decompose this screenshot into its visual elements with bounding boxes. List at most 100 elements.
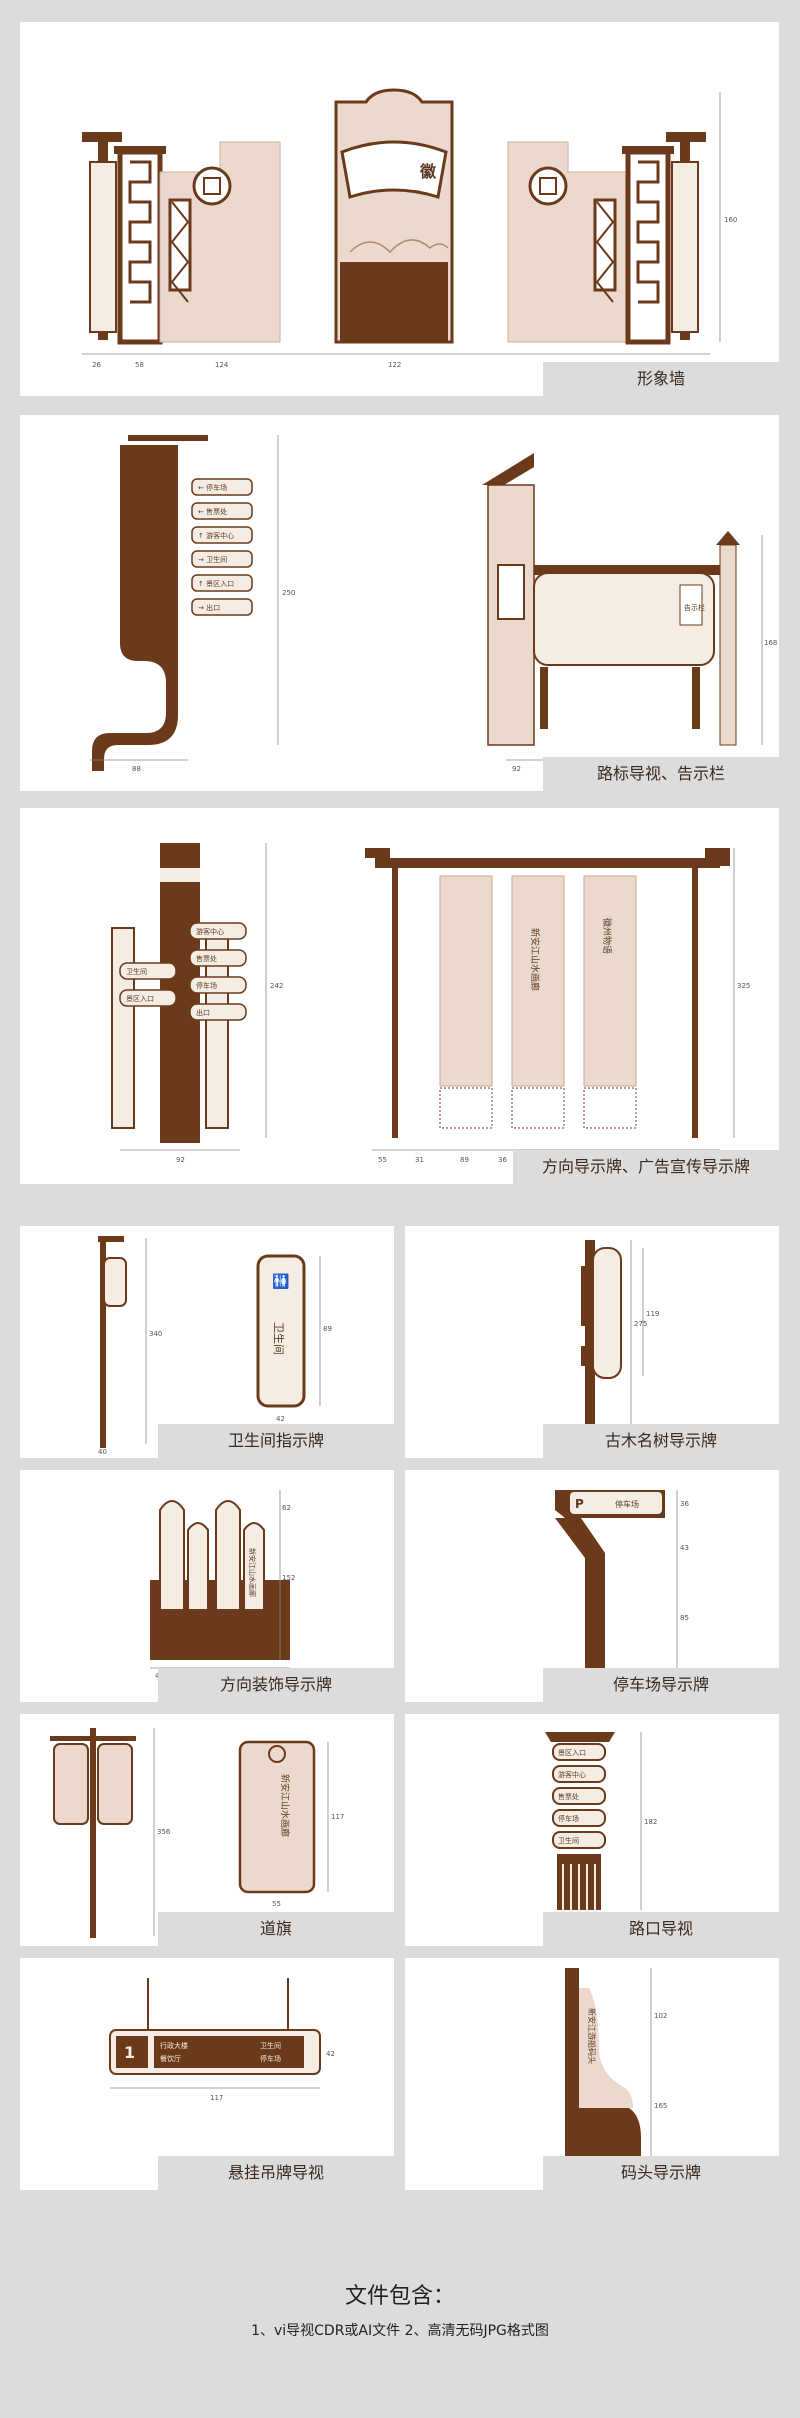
panel-caption: 卫生间指示牌 [158,1424,394,1458]
panel-road-sign: ← 停车场 ← 售票处 ↑ 游客中心 → 卫生间 ↑ 景区入口 → 出口 250… [20,415,779,791]
direction-label: 停车场 [196,981,217,990]
svg-text:P: P [575,1497,584,1511]
flag-dim: 117 [331,1813,344,1821]
panel-caption: 路口导视 [543,1912,779,1946]
direction-sign-illustration: 游客中心 售票处 停车场 卫生间 景区入口 出口 242 92 新安江山水画廊 … [111,843,750,1164]
road-dim: 88 [132,765,141,773]
panel-crossing: 景区入口 游客中心 售票处 停车场 卫生间 182 107 路口导视 [405,1714,779,1946]
panel-caption: 码头导示牌 [543,2156,779,2190]
direction-label: 景区入口 [126,995,154,1003]
decor-dim: 62 [282,1504,291,1512]
panel-caption: 路标导视、告示栏 [543,757,779,791]
toilet-sign-illustration: 340 40 🚻 卫生间 89 42 [98,1236,332,1456]
crossing-dim: 182 [644,1818,657,1826]
wall-dim-2: 58 [135,361,144,369]
dock-dim: 102 [654,2012,667,2020]
wall-dim-height: 160 [724,216,737,224]
parking-dim: 43 [680,1544,689,1552]
parking-sign-illustration: P 停车场 36 43 85 107 [555,1490,689,1690]
banner-text: 新安江山水画廊 [529,928,541,991]
parking-dim: 85 [680,1614,689,1622]
board-dim: 92 [512,765,521,773]
panel-image-wall: 徽 26 58 124 122 124 58 26 160 形象墙 [20,22,779,396]
flag-dim: 356 [157,1828,171,1836]
tree-dim: 275 [634,1320,647,1328]
banner-dim: 89 [460,1156,469,1164]
road-sign-plates: ← 停车场 ← 售票处 ↑ 游客中心 → 卫生间 ↑ 景区入口 → 出口 [191,478,253,616]
flag-dim: 55 [272,1900,281,1908]
road-sign-label: ← 停车场 [198,483,227,492]
wall-dim-3: 124 [215,361,229,369]
board-dim-height: 168 [764,639,777,647]
direction-dim: 242 [270,982,283,990]
crossing-tier: 游客中心 [558,1770,586,1779]
hanging-sign-illustration: 1 行政大楼 餐饮厅 卫生间 停车场 117 42 [109,1978,335,2102]
decor-dim: 152 [282,1574,295,1582]
flag-text: 新安江山水画廊 [279,1774,291,1837]
image-wall-illustration: 徽 26 58 124 122 124 58 26 160 [82,88,737,369]
road-sign-label: → 卫生间 [198,555,227,564]
road-sign-label: ↑ 游客中心 [198,531,234,540]
toilet-dim: 40 [98,1448,107,1456]
panel-toilet: 340 40 🚻 卫生间 89 42 卫生间指示牌 [20,1226,394,1458]
panel-tree: 275 119 92 古木名树导示牌 [405,1226,779,1458]
panel-caption: 停车场导示牌 [543,1668,779,1702]
hanging-right-item: 卫生间 [260,2041,281,2050]
crossing-tier: 售票处 [558,1792,579,1801]
road-sign-label: ↑ 景区入口 [198,580,234,588]
hanging-left-item: 餐饮厅 [160,2054,181,2063]
toilet-dim: 89 [323,1325,332,1333]
toilet-sign-text: 卫生间 [272,1322,286,1355]
panel-direction: 游客中心 售票处 停车场 卫生间 景区入口 出口 242 92 新安江山水画廊 … [20,808,779,1184]
panel-caption: 古木名树导示牌 [543,1424,779,1458]
panel-caption: 道旗 [158,1912,394,1946]
banner-dim: 36 [498,1156,507,1164]
road-dim: 250 [282,589,295,597]
crossing-tier: 停车场 [558,1814,579,1823]
direction-label: 出口 [196,1008,210,1017]
wall-dim-1: 26 [92,361,101,369]
svg-text:🚻: 🚻 [272,1273,289,1290]
panel-caption: 形象墙 [543,362,779,396]
panel-flag: 356 新安江山水画廊 117 55 道旗 [20,1714,394,1946]
hanging-left-item: 行政大楼 [160,2041,188,2050]
footer-file-list: 1、vi导视CDR或AI文件 2、高清无码JPG格式图 [251,2323,549,2339]
decor-sign-text: 新安江山水画廊 [248,1548,257,1597]
panel-parking: P 停车场 36 43 85 107 停车场导示牌 [405,1470,779,1702]
wall-dim-4: 122 [388,361,401,369]
parking-sign-text: 停车场 [615,1499,639,1509]
flag-illustration: 356 新安江山水画廊 117 55 [50,1728,344,1938]
hanging-dim: 42 [326,2050,335,2058]
dock-dim: 165 [654,2102,667,2110]
banner-dim: 55 [378,1156,387,1164]
road-sign-illustration: ← 停车场 ← 售票处 ↑ 游客中心 → 卫生间 ↑ 景区入口 → 出口 250… [90,435,777,773]
panel-caption: 方向装饰导示牌 [158,1668,394,1702]
panel-caption: 方向导示牌、广告宣传导示牌 [513,1150,779,1184]
footer-title: 文件包含： [344,2284,455,2309]
crossing-tier: 景区入口 [558,1749,586,1757]
banner-text: 徽州物语 [601,918,613,954]
direction-label: 售票处 [196,954,217,963]
decor-sign-illustration: 新安江山水画廊 152 62 46 46 46 46 [150,1490,295,1680]
hanging-number: 1 [124,2043,135,2062]
crossing-tier: 卫生间 [558,1836,579,1845]
parking-dim: 36 [680,1500,689,1508]
svg-text:徽: 徽 [419,162,437,181]
panel-hanging: 1 行政大楼 餐饮厅 卫生间 停车场 117 42 悬挂吊牌导视 [20,1958,394,2190]
dock-sign-text: 新安江游船码头 [587,2008,597,2064]
panel-caption: 悬挂吊牌导视 [158,2156,394,2190]
road-sign-label: ← 售票处 [198,507,227,516]
toilet-dim: 340 [149,1330,162,1338]
hanging-right-item: 停车场 [260,2054,281,2063]
banner-dim: 31 [415,1156,424,1164]
notice-board-label: 告示栏 [684,603,705,612]
toilet-dim: 42 [276,1415,285,1423]
banner-dim-height: 325 [737,982,750,990]
hanging-dim: 117 [210,2094,223,2102]
direction-label: 游客中心 [196,927,224,936]
road-sign-label: → 出口 [198,603,220,612]
panel-dock: 新安江游船码头 135 102 165 码头导示牌 [405,1958,779,2190]
direction-label: 卫生间 [126,967,147,976]
panel-decor: 新安江山水画廊 152 62 46 46 46 46 方向装饰导示牌 [20,1470,394,1702]
direction-dim: 92 [176,1156,185,1164]
